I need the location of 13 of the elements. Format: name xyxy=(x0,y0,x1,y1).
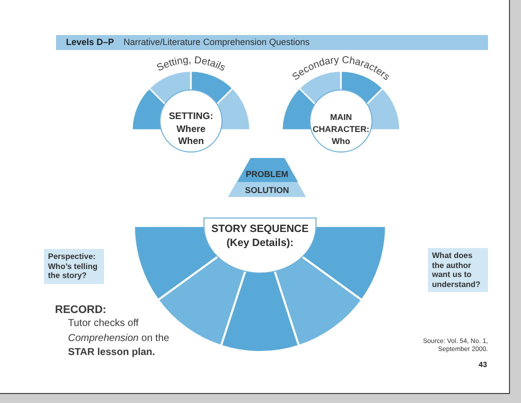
curved-heading: Setting, Details xyxy=(155,55,227,74)
instruction-text: Tutor checks off Comprehension on the STAR lesson plan. xyxy=(68,317,170,360)
section-label: SOLUTION xyxy=(245,184,289,196)
heading-text: RECORD: xyxy=(55,303,106,317)
pyramid-section xyxy=(236,158,298,182)
question-note: Perspective: Who’s telling the story? xyxy=(44,249,104,284)
title-banner: Levels D–P Narrative/Literature Comprehension Questions xyxy=(56,35,488,50)
hub-label: MAIN CHARACTER: Who xyxy=(312,111,370,147)
section-label: PROBLEM xyxy=(246,168,288,180)
question-note: What does the author want us to understand? xyxy=(428,248,488,292)
hub-label: SETTING: Where When xyxy=(168,111,214,148)
pyramid-section xyxy=(228,182,306,197)
hub-label: STORY SEQUENCE (Key Details): xyxy=(210,222,310,250)
